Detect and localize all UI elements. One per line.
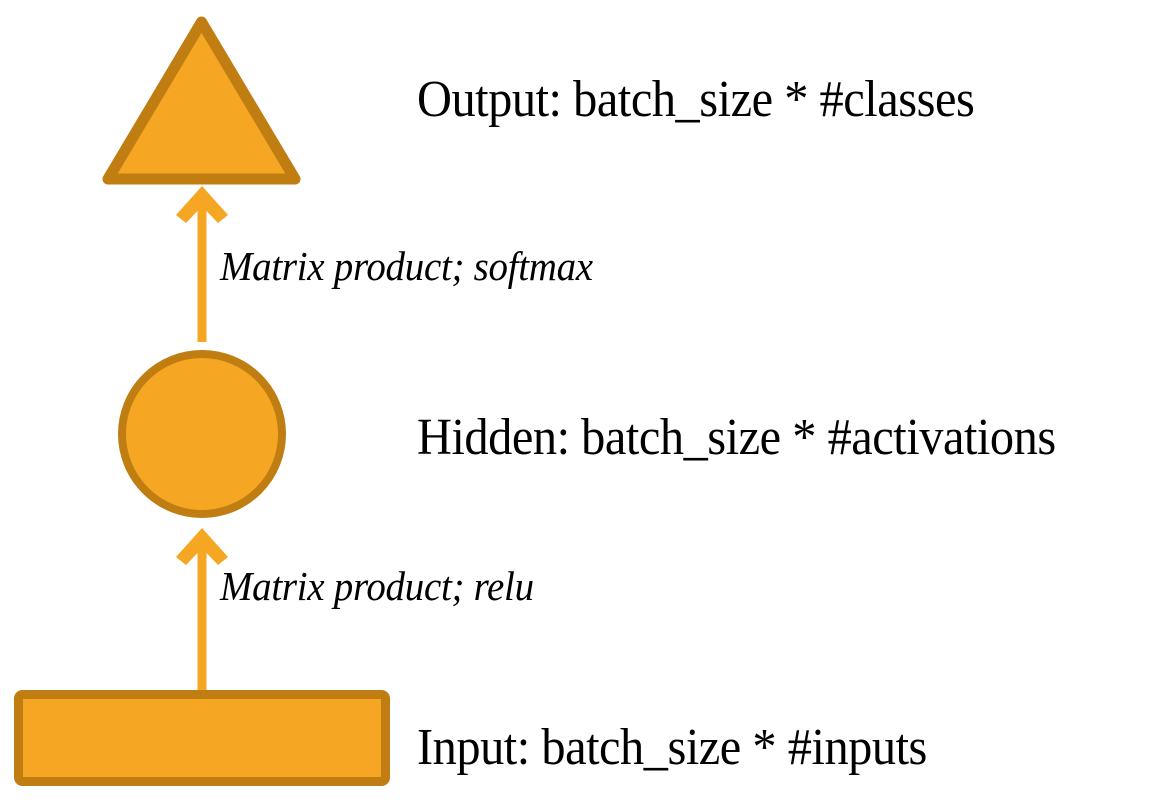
hidden-layer-label: Hidden: batch_size * #activations [417,409,1056,466]
arrow-hidden-to-output-shaft [197,214,207,342]
arrow-input-to-hidden-shaft [197,556,207,690]
output-layer-label: Output: batch_size * #classes [417,71,975,128]
edge-label-hidden-to-output: Matrix product; softmax [220,243,593,289]
edge-label-input-to-hidden: Matrix product; relu [220,563,534,609]
output-triangle-shape[interactable] [102,16,301,185]
input-rectangle-shape[interactable] [14,690,390,786]
arrow-hidden-to-output-head [176,186,228,223]
arrow-input-to-hidden-head [176,528,228,565]
hidden-circle-shape[interactable] [118,350,286,518]
input-layer-label: Input: batch_size * #inputs [417,719,927,776]
